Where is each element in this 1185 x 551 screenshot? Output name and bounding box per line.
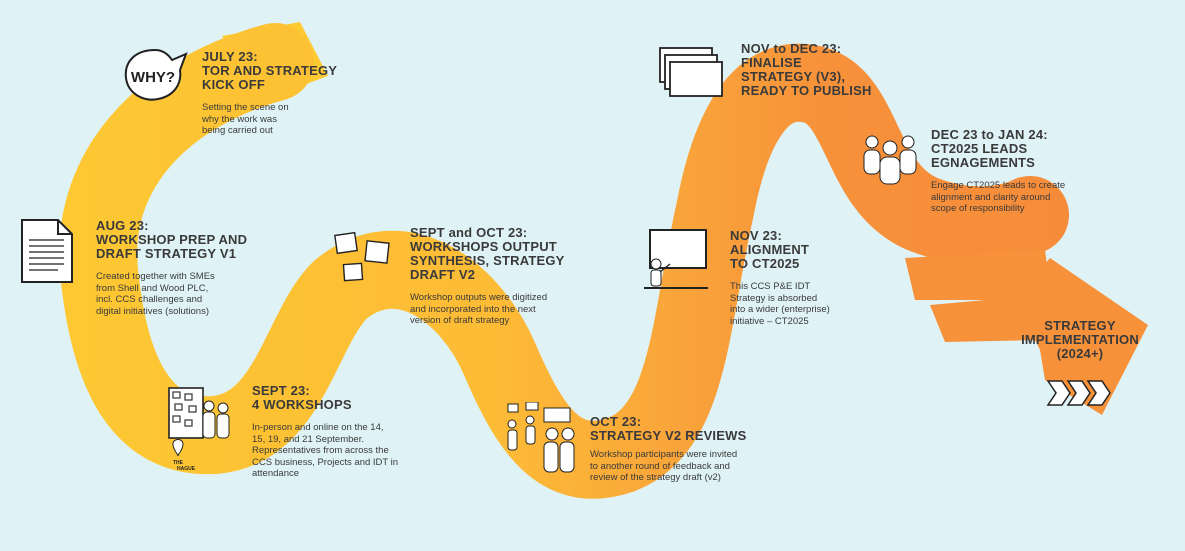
milestone-description: Workshop outputs were digitized and inco… [410, 292, 548, 326]
road-segment-2 [930, 296, 1040, 342]
milestone-title: OCT 23: STRATEGY V2 REVIEWS [590, 414, 747, 443]
workshop-board-people-icon: THE HAGUE [168, 387, 230, 472]
chevrons-forward-icon [1046, 380, 1111, 406]
milestone-description: Workshop participants were invited to an… [590, 449, 738, 483]
milestone-description: In-person and online on the 14, 15, 19, … [252, 422, 399, 479]
milestone-nov-dec-23: NOV to DEC 23: FINALISE STRATEGY (V3), R… [741, 42, 872, 98]
milestone-nov-23: NOV 23: ALIGNMENT TO CT2025 This CCS P&E… [730, 229, 830, 327]
milestone-title: STRATEGY IMPLEMENTATION (2024+) [1021, 318, 1139, 361]
milestone-dec-23-jan-24: DEC 23 to JAN 24: CT2025 LEADS EGNAGEMEN… [931, 128, 1065, 215]
milestone-strategy-implementation: STRATEGY IMPLEMENTATION (2024+) [1020, 319, 1140, 361]
milestone-title: DEC 23 to JAN 24: CT2025 LEADS EGNAGEMEN… [931, 127, 1048, 170]
milestone-title: NOV to DEC 23: FINALISE STRATEGY (V3), R… [741, 41, 872, 98]
road-segment-1 [905, 250, 1052, 300]
implementation-arrow [1015, 258, 1148, 415]
milestone-description: Setting the scene on why the work was be… [202, 102, 289, 136]
milestone-description: Created together with SMEs from Shell an… [96, 271, 215, 317]
leads-group-icon [863, 135, 917, 185]
milestone-oct-23: OCT 23: STRATEGY V2 REVIEWS Workshop par… [590, 415, 746, 484]
document-icon [21, 219, 73, 283]
presenter-board-icon [644, 229, 708, 289]
milestone-july-23: JULY 23: TOR AND STRATEGY KICK OFF Setti… [202, 50, 337, 137]
map-pin-caption-1: THE [173, 460, 184, 466]
map-pin-caption-2: HAGUE [177, 466, 196, 472]
why-bubble-text: WHY? [131, 69, 175, 86]
milestone-title: AUG 23: WORKSHOP PREP AND DRAFT STRATEGY… [96, 218, 248, 261]
road-path [59, 23, 1069, 499]
milestone-title: SEPT and OCT 23: WORKSHOPS OUTPUT SYNTHE… [410, 225, 565, 282]
milestone-aug-23: AUG 23: WORKSHOP PREP AND DRAFT STRATEGY… [96, 219, 247, 317]
why-speech-bubble-icon: WHY? [124, 48, 188, 101]
milestone-title: SEPT 23: 4 WORKSHOPS [252, 383, 352, 412]
milestone-sept-23: SEPT 23: 4 WORKSHOPS In-person and onlin… [252, 384, 398, 480]
milestone-description: Engage CT2025 leads to create alignment … [931, 180, 1066, 214]
milestone-title: NOV 23: ALIGNMENT TO CT2025 [730, 228, 810, 271]
milestone-title: JULY 23: TOR AND STRATEGY KICK OFF [202, 49, 338, 92]
sticky-notes-icon [334, 231, 390, 282]
stacked-documents-icon [659, 47, 723, 97]
milestone-sept-oct-23: SEPT and OCT 23: WORKSHOPS OUTPUT SYNTHE… [410, 226, 565, 327]
reviewers-icon [507, 402, 575, 473]
milestone-description: This CCS P&E IDT Strategy is absorbed in… [730, 281, 830, 327]
